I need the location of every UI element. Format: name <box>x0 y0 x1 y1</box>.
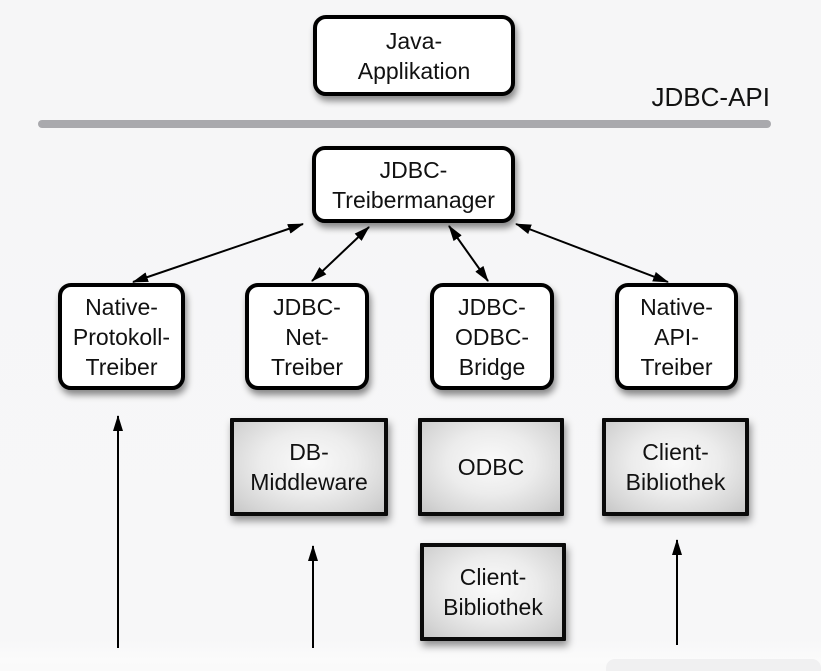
node-label-line: Protokoll- <box>72 323 171 350</box>
node-client-bibliothek-bottom: Client- Bibliothek <box>420 543 566 641</box>
node-jdbc-treibermanager: JDBC- Treibermanager <box>312 146 515 223</box>
node-client-bibliothek-right: Client- Bibliothek <box>602 418 749 516</box>
node-label-line: Bridge <box>458 353 526 380</box>
node-label-line: Bibliothek <box>625 469 726 495</box>
node-label-line: API- <box>654 323 699 350</box>
node-label-line: ODBC- <box>454 323 530 350</box>
node-label-line: DB- <box>289 439 329 465</box>
node-db-middleware: DB- Middleware <box>230 418 388 516</box>
node-label-line: Net- <box>285 323 329 350</box>
jdbc-api-label: JDBC-API <box>651 82 770 112</box>
node-jdbc-net-treiber: JDBC- Net- Treiber <box>245 283 369 390</box>
arrow-treibermanager-native-protokoll <box>132 223 304 283</box>
node-label-line: Client- <box>459 564 527 590</box>
jdbc-api-divider-line <box>38 120 771 128</box>
node-label-line: Treibermanager <box>332 186 495 213</box>
node-label-line: Middleware <box>250 469 368 495</box>
arrow-treibermanager-native-api <box>515 223 669 283</box>
node-label-line: Treiber <box>640 353 713 380</box>
node-label-line: Java- <box>385 27 443 54</box>
node-native-api-treiber: Native- API- Treiber <box>615 283 738 390</box>
node-label-line: ODBC <box>457 454 525 480</box>
node-label-line: Treiber <box>85 353 158 380</box>
arrow-treibermanager-jdbc-net <box>311 226 370 282</box>
cutoff-box-bottom-right <box>606 659 821 671</box>
node-label-line: Client- <box>642 439 709 465</box>
node-native-protokoll-treiber: Native- Protokoll- Treiber <box>58 283 185 390</box>
node-label-line: JDBC- <box>273 293 341 320</box>
node-label-line: Applikation <box>357 57 471 84</box>
node-label-line: JDBC- <box>458 293 526 320</box>
node-label-line: JDBC- <box>379 156 448 183</box>
node-java-applikation: Java- Applikation <box>313 15 515 96</box>
node-label-line: Treiber <box>271 353 343 380</box>
arrow-treibermanager-jdbc-odbc <box>448 225 489 282</box>
node-label-line: Bibliothek <box>443 594 543 620</box>
node-label-line: Native- <box>85 293 158 320</box>
node-odbc: ODBC <box>418 418 564 516</box>
node-label-line: Native- <box>640 293 713 320</box>
node-jdbc-odbc-bridge: JDBC- ODBC- Bridge <box>430 283 554 390</box>
